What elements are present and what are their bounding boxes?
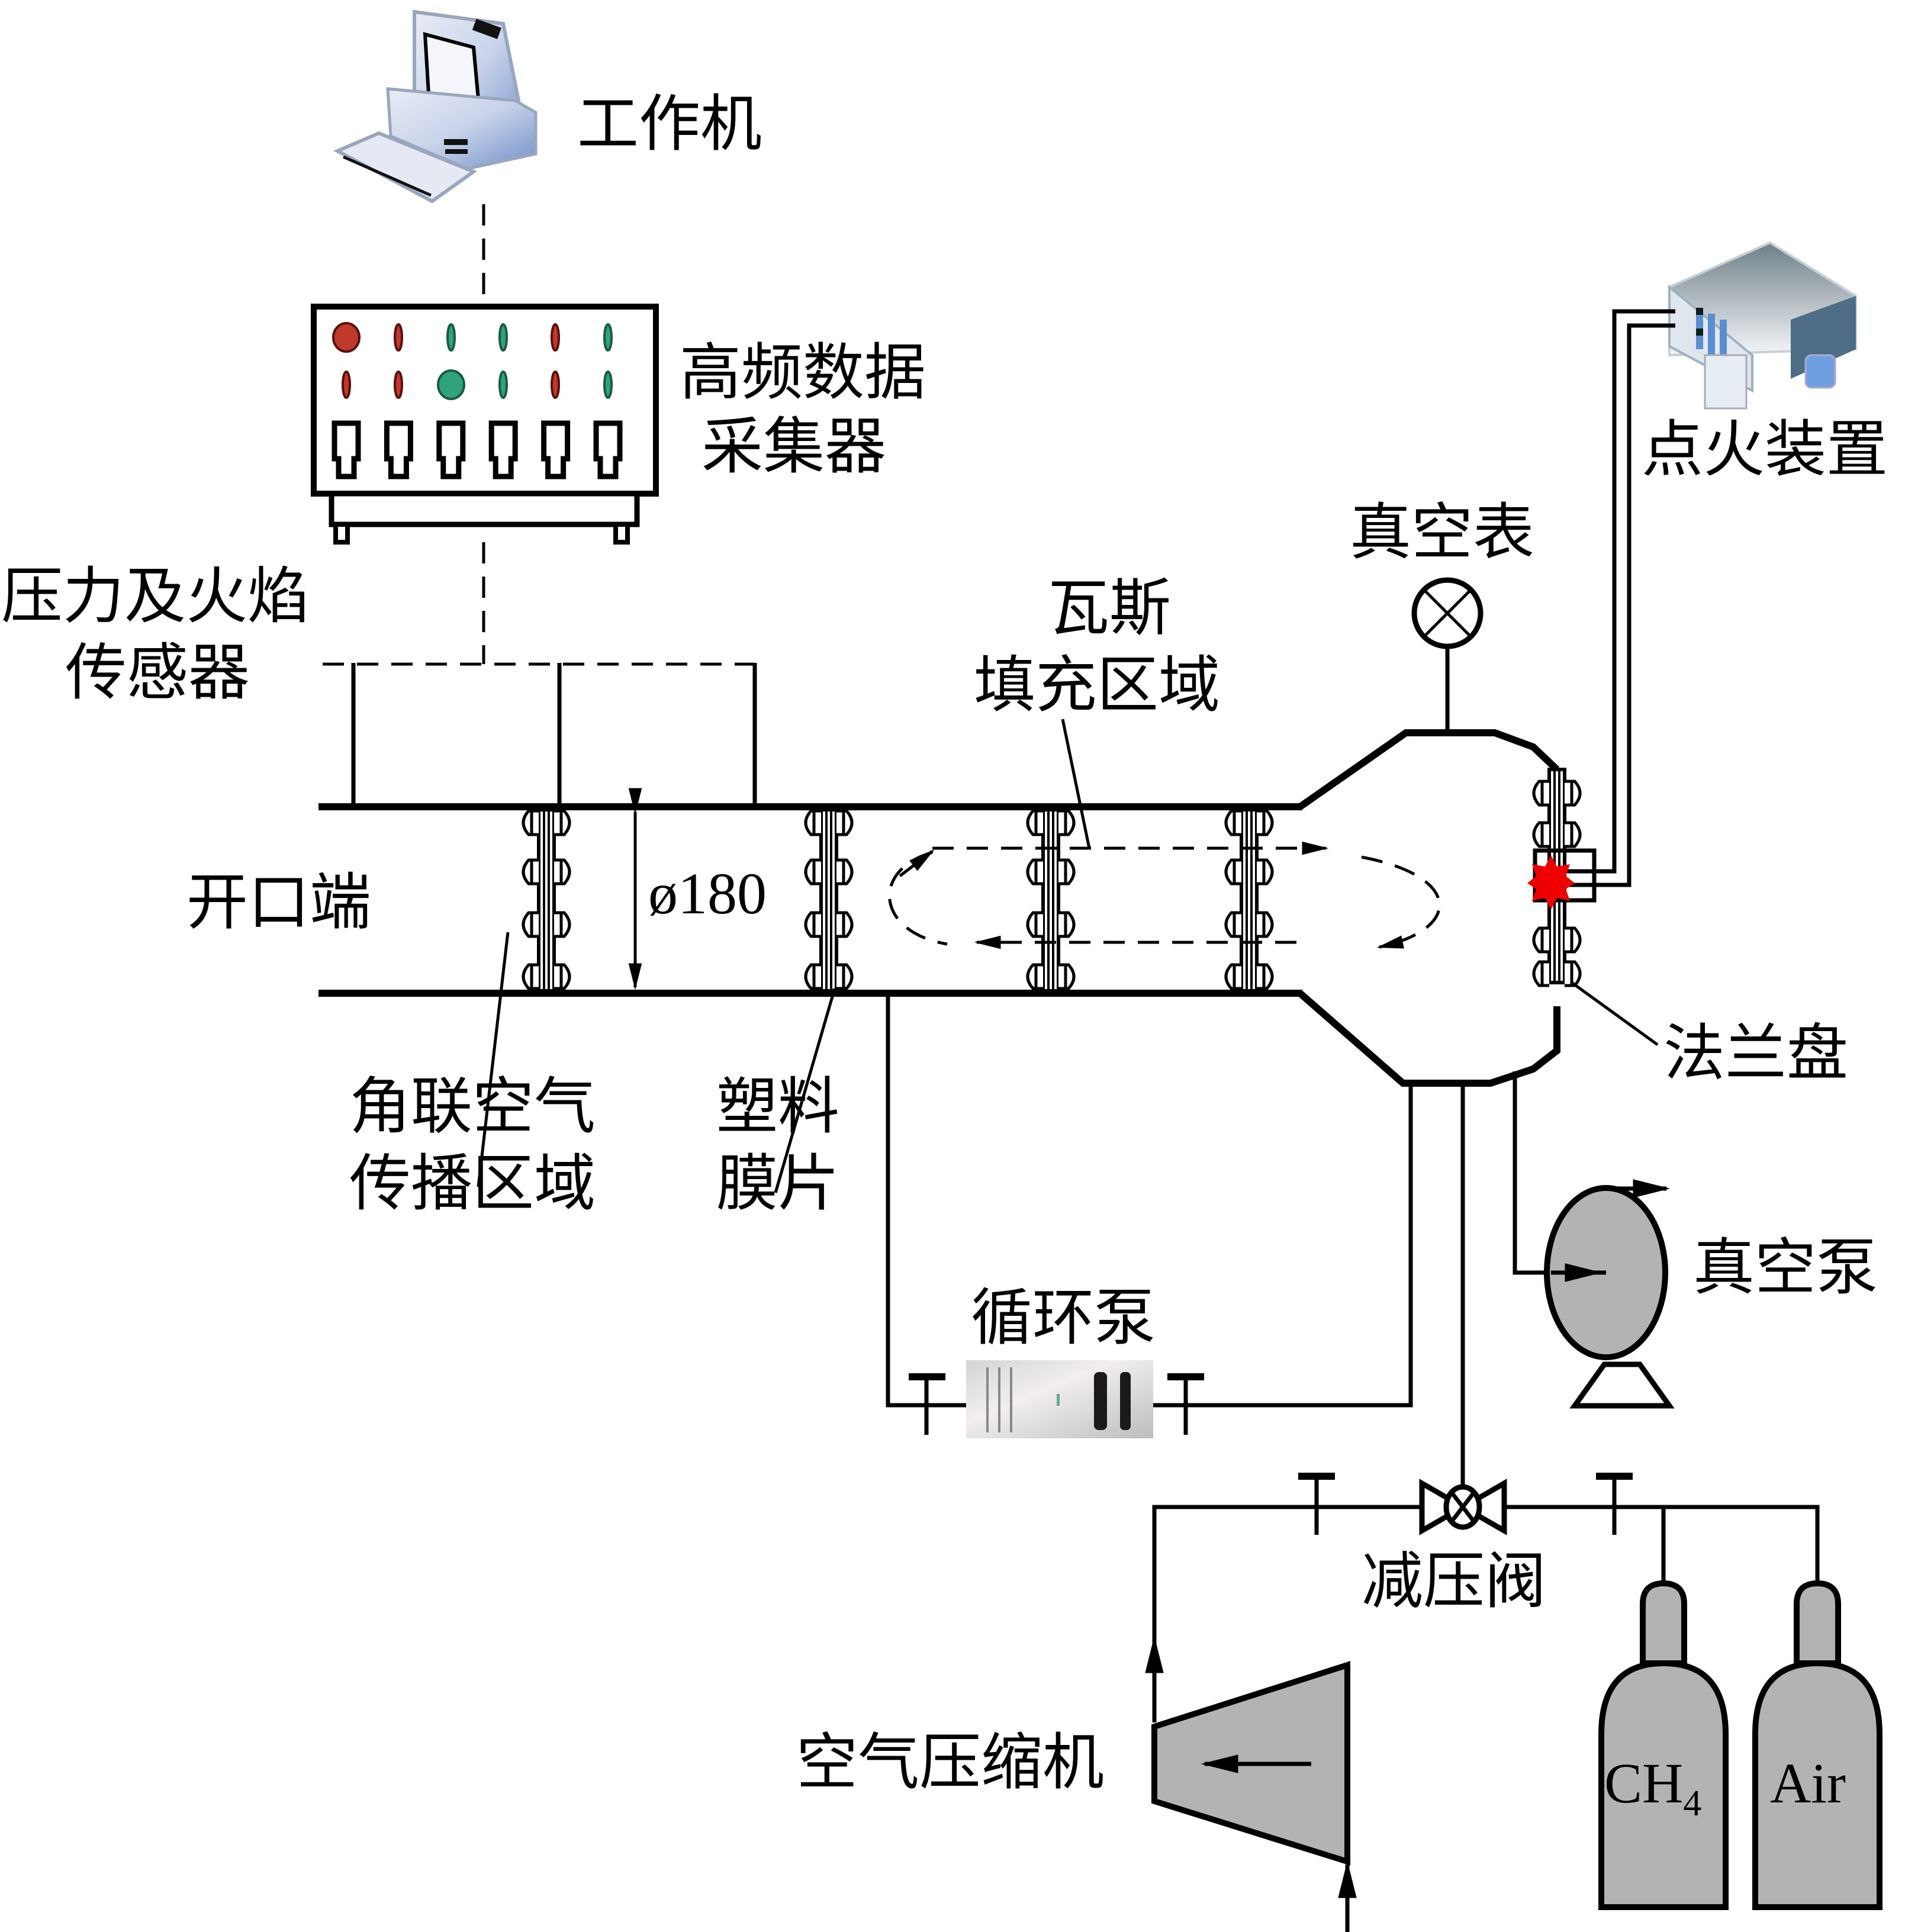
air-compressor-icon [1151,1661,1357,1932]
channel-connector [541,420,571,479]
pipe-flange-4 [1224,808,1274,993]
channel-connector [488,420,518,479]
supply-valve-right [1596,1473,1633,1535]
ignition-device-label: 点火装置 [1642,413,1888,485]
circulation-pump-icon [966,1360,1153,1438]
ignition-chamber-box [1533,848,1597,903]
air-cylinder-label: Air [1770,1751,1846,1815]
explosion-pipe [318,729,1560,1087]
circulation-line-right [1153,1083,1413,1408]
flanges [522,768,1582,993]
ch4-cylinder-icon [1598,1580,1729,1910]
channel-connector [593,420,623,479]
diameter-label: ø180 [648,861,767,926]
air-zone-leader-line [477,932,510,1187]
indicator-light [551,323,560,352]
open-end-label: 开口端 [186,866,371,938]
indicator-light [342,371,351,399]
workstation-computer-icon [333,9,538,204]
ignition-device-icon [1668,241,1857,410]
sensors-label-line1: 压力及火焰 [1,560,309,632]
channel-connector [384,420,413,479]
air-zone-label-line2: 传播区域 [349,1147,596,1219]
circulation-pump-label: 循环泵 [971,1281,1156,1354]
pressure-valve-label: 减压阀 [1362,1545,1546,1617]
indicator-light [437,369,465,400]
indicator-light [551,371,560,399]
gas-zone-leader-line [1061,719,1091,849]
pipe-flange-1 [522,808,571,993]
ch4-subscript: 4 [1683,1783,1701,1824]
pipe-flange-3 [1026,808,1076,993]
ch4-main-text: CH [1604,1751,1683,1815]
circulation-line-left [886,994,966,1408]
ignition-wire-2 [1554,323,1675,887]
indicator-light [498,323,508,352]
air-cylinder-icon [1752,1580,1883,1910]
vacuum-gauge-icon [1411,577,1484,733]
daq-indicator-lights [332,322,613,400]
flange-label: 法兰盘 [1663,1017,1848,1089]
indicator-light [603,323,613,352]
daq-label-line2: 采集器 [701,410,886,482]
daq-channel-connectors [332,420,623,479]
vacuum-gauge-label: 真空表 [1350,496,1534,568]
air-zone-label-line1: 角联空气 [349,1070,596,1142]
film-label-line1: 塑料 [716,1070,839,1142]
gas-zone-label-line1: 瓦斯 [1048,572,1171,644]
indicator-light [498,371,508,399]
channel-connector [436,420,466,479]
vacuum-pump-label: 真空泵 [1693,1231,1878,1303]
indicator-light [332,322,361,353]
pressure-reducing-valve-icon [1419,1479,1507,1535]
indicator-light [394,371,403,399]
gas-circulation-loop [888,841,1441,949]
indicator-light [446,323,456,352]
circulation-valve-left [909,1373,945,1435]
indicator-light [603,371,613,399]
gas-zone-label-line2: 填充区域 [974,649,1220,721]
supply-line-right [1504,1505,1820,1583]
sensors-label-line2: 传感器 [65,636,250,709]
circulation-valve-right [1167,1373,1204,1435]
indicator-light [394,323,403,352]
daq-box [311,304,659,545]
daq-label-line1: 高频数据 [680,336,926,408]
ignition-spark-icon [1527,855,1575,910]
channel-connector [332,420,361,479]
air-compressor-label: 空气压缩机 [796,1726,1104,1798]
ignition-wire-1 [1554,309,1675,874]
supply-valve-left [1298,1473,1335,1535]
vacuum-pump-icon [1544,1179,1675,1409]
flange-leader-line [1571,981,1659,1046]
workstation-label: 工作机 [577,88,762,160]
film-label-line2: 膜片 [716,1147,839,1219]
ch4-cylinder-label: CH4 [1604,1751,1701,1824]
pipe-flange-2 [804,808,854,993]
film-leader-line [774,988,836,1193]
